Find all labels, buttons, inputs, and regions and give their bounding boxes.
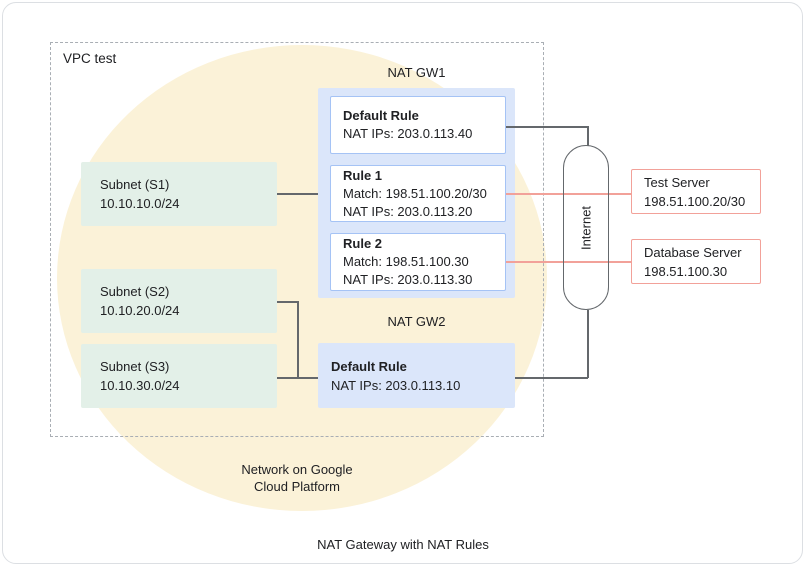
vpc-label: VPC test [63,51,117,66]
server-ip: 198.51.100.20/30 [644,193,746,209]
subnet-s1-name: Subnet (S1) [100,177,170,192]
connector-s3-to-gw2 [277,377,318,379]
subnet-s2-cidr: 10.10.20.0/24 [100,303,180,318]
server-ip: 198.51.100.30 [644,263,728,279]
connector-s2-out [277,301,298,303]
rule-nat-ips: NAT IPs: 203.0.113.10 [331,377,461,393]
internet-node: Internet [563,145,609,310]
nat-gw1-title: NAT GW1 [387,65,446,80]
subnet-s3-node: Subnet (S3) 10.10.30.0/24 [81,344,277,408]
nat-gw2-title: NAT GW2 [387,314,446,329]
test-server-node: Test Server 198.51.100.20/30 [631,169,761,214]
subnet-s1-node: Subnet (S1) 10.10.10.0/24 [81,162,277,226]
rule-match: Match: 198.51.100.20/30 [343,185,487,201]
server-name: Database Server [644,244,742,260]
subnet-s2-name: Subnet (S2) [100,284,170,299]
nat-gw1-default-rule: Default Rule NAT IPs: 203.0.113.40 [330,96,506,154]
subnet-s2-node: Subnet (S2) 10.10.20.0/24 [81,269,277,333]
rule-match: Match: 198.51.100.30 [343,254,469,269]
connector-gw2-to-internet-v [587,310,589,378]
subnet-s1-cidr: 10.10.10.0/24 [100,196,180,211]
gcp-network-label: Network on Google Cloud Platform [197,461,397,495]
connector-s1-to-gw1 [277,193,318,195]
connector-s2-s3-join [297,301,299,378]
rule-name: Rule 2 [343,236,383,251]
vpc-boundary: VPC test [50,42,544,437]
gcp-network-label-line2: Cloud Platform [254,479,340,494]
rule-name: Rule 1 [343,167,383,183]
database-server-node: Database Server 198.51.100.30 [631,239,761,284]
connector-gw1-default-to-internet-v [587,126,589,146]
connector-rule1-to-test-server [506,193,631,195]
connector-rule2-to-database-server [506,261,631,263]
server-name: Test Server [644,174,710,190]
rule-name: Default Rule [343,108,419,123]
nat-gw1-rule-2: Rule 2 Match: 198.51.100.30 NAT IPs: 203… [330,233,506,291]
nat-gw1-rule-1: Rule 1 Match: 198.51.100.20/30 NAT IPs: … [330,165,506,222]
rule-nat-ips: NAT IPs: 203.0.113.30 [343,272,473,287]
rule-nat-ips: NAT IPs: 203.0.113.20 [343,203,473,219]
nat-gw1-node: Default Rule NAT IPs: 203.0.113.40 Rule … [318,88,515,298]
subnet-s3-cidr: 10.10.30.0/24 [100,378,180,393]
nat-gw2-node: Default Rule NAT IPs: 203.0.113.10 [318,343,515,408]
diagram-caption: NAT Gateway with NAT Rules [317,537,489,552]
internet-label: Internet [578,205,594,250]
gcp-network-label-line1: Network on Google [241,462,353,477]
rule-name: Default Rule [331,358,407,374]
connector-gw2-to-internet-h [515,377,588,379]
subnet-s3-name: Subnet (S3) [100,359,170,374]
connector-gw1-default-to-internet-h [506,126,588,128]
rule-nat-ips: NAT IPs: 203.0.113.40 [343,126,473,141]
